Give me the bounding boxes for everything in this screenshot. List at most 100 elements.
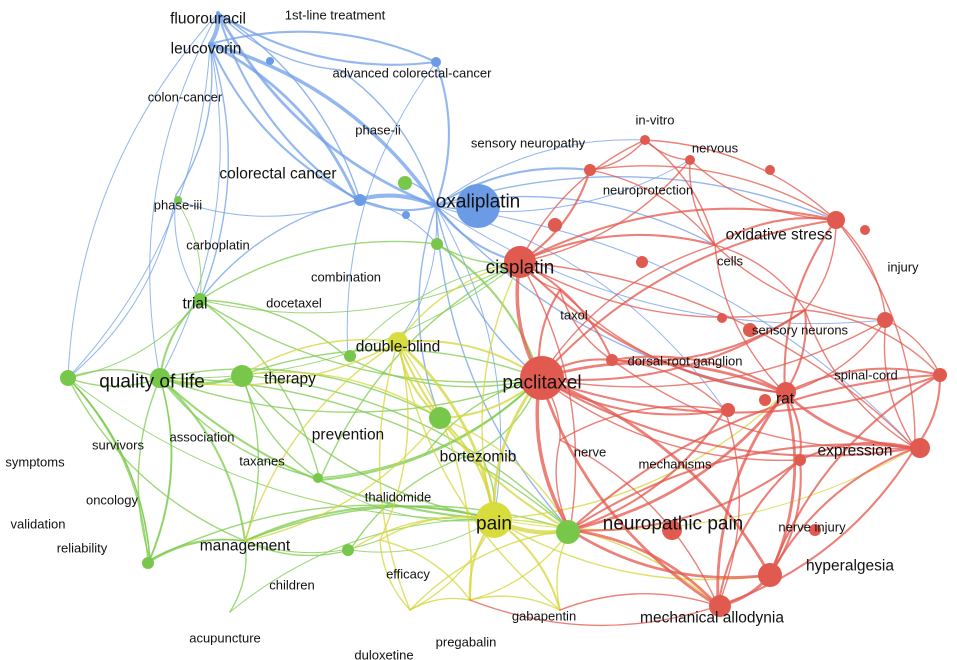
edge-leucovorin-quality_of_life — [159, 43, 221, 379]
edge-double_blind-gabapentin — [397, 341, 561, 611]
node-bubble — [402, 211, 410, 219]
node-label-taxanes: taxanes — [239, 454, 285, 469]
edge-rat-expression — [783, 391, 917, 450]
node-bubble — [827, 211, 845, 229]
edge-duloxetine-neuropathic_pain — [409, 529, 571, 611]
unlabeled-nodes — [60, 57, 947, 617]
edge-drg-mechanisms — [611, 359, 726, 411]
node-label-nerve: nerve — [574, 445, 607, 460]
node-bubble — [758, 563, 782, 587]
node-bubble — [388, 332, 408, 352]
node-bubble — [431, 57, 441, 67]
edge-management-oncology — [147, 539, 246, 564]
edge-management-children — [244, 540, 351, 557]
edge-neuropathic_pain-mech_allodynia — [568, 528, 720, 608]
node-bubble — [548, 218, 562, 232]
edge-pain-cisplatin — [481, 261, 521, 520]
edge-survivors-pain — [149, 504, 495, 561]
node-bubble — [721, 403, 735, 417]
edge-pain-rat — [493, 392, 786, 520]
node-bubble — [759, 394, 771, 406]
edge-sensory_neurons-spinal_cord — [804, 309, 941, 376]
node-label-pregabalin: pregabalin — [436, 635, 497, 650]
node-bubble — [344, 350, 356, 362]
node-label-sensory-neuropathy: sensory neuropathy — [471, 136, 586, 151]
edge-leucovorin-colon_cancer — [175, 43, 213, 196]
node-label-first-line: 1st-line treatment — [285, 8, 386, 23]
node-label-symptoms: symptoms — [5, 455, 65, 470]
edge-neuropathic_pain-expression — [568, 443, 917, 532]
edge-oxaliplatin-in_vitro — [435, 139, 646, 207]
node-label-survivors: survivors — [92, 438, 145, 453]
node-bubble — [877, 312, 893, 328]
edge-fluorouracil-oxaliplatin — [216, 11, 438, 208]
edge-efficacy-duloxetine — [379, 539, 411, 611]
edge-oxaliplatin-sensory_neuropathy — [411, 182, 437, 207]
edge-cisplatin-sensory_neurons — [519, 261, 806, 318]
node-bubble — [717, 313, 727, 323]
edge-therapy-docetaxel — [241, 374, 321, 481]
edge-symptoms-pain — [67, 377, 495, 520]
edge-fluorouracil-symptoms — [67, 12, 219, 379]
node-bubble — [809, 524, 821, 536]
edge-colorectal-trial — [199, 199, 358, 301]
edge-trial-combination — [199, 299, 349, 359]
edge-fluorouracil-adv_crc — [216, 11, 438, 66]
node-bubble — [456, 184, 500, 228]
edge-bortezomib-thalidomide — [349, 451, 479, 551]
node-label-adv-crc: advanced colorectal-cancer — [333, 66, 493, 81]
edge-symptoms-trial — [67, 299, 201, 379]
node-label-phase-iii: phase-iii — [154, 198, 203, 213]
edge-prevention-management — [244, 417, 441, 542]
edge-nerve_injury-mech_allodynia — [716, 458, 802, 608]
edge-neuropathic_pain-spinal_cord — [568, 373, 942, 532]
edge-expression-injury — [883, 319, 916, 449]
node-label-cells: cells — [717, 254, 744, 269]
node-label-management: management — [200, 537, 291, 554]
edge-cisplatin-neuropathic_pain — [519, 261, 577, 531]
node-bubble — [174, 196, 182, 204]
edge-neuropathic_pain-hyperalgesia — [568, 528, 772, 579]
edge-oncology-symptoms — [67, 377, 149, 564]
node-bubble — [142, 557, 154, 569]
node-label-reliability: reliability — [57, 541, 108, 556]
edge-expression-oxidative_stress — [835, 219, 916, 449]
edge-paclitaxel-cells — [539, 244, 716, 379]
node-bubble — [636, 256, 648, 268]
node-bubble — [504, 246, 536, 278]
edge-neuropathic_pain-mechanisms — [568, 408, 727, 532]
edge-mech_allodynia-gabapentin — [559, 593, 719, 611]
node-label-oxaliplatin: oxaliplatin — [436, 192, 521, 213]
edge-expression-sensory_neurons — [804, 309, 916, 449]
edge-duloxetine-pregabalin — [409, 597, 471, 611]
node-label-nerve-injury: nerve injury — [778, 520, 846, 535]
node-label-double-blind: double-blind — [356, 338, 440, 355]
node-label-drg: dorsal-root ganglion — [628, 354, 743, 369]
edge-fluorouracil-first_line — [217, 12, 341, 71]
edge-paclitaxel-hyperalgesia — [538, 376, 772, 577]
node-bubble — [520, 356, 564, 400]
edge-rat-oxidative_stress — [783, 218, 838, 395]
edge-gabapentin-pregabalin — [469, 595, 561, 611]
edge-leucovorin-oxaliplatin — [208, 42, 438, 208]
edge-rat-drg — [610, 355, 787, 395]
edge-acupuncture-pain — [229, 518, 495, 613]
edge-association-paclitaxel — [317, 377, 541, 479]
edge-paclitaxel-oxidative_stress — [538, 218, 838, 380]
node-label-expression: expression — [818, 442, 893, 459]
network-edges — [67, 10, 942, 627]
edge-efficacy-pregabalin — [379, 539, 471, 601]
edge-oxaliplatin-double_blind — [397, 205, 438, 343]
node-label-spinal-cord: spinal-cord — [834, 368, 898, 383]
node-bubble — [584, 164, 596, 176]
node-bubble — [60, 370, 76, 386]
node-label-oncology: oncology — [86, 493, 139, 508]
edge-colon_cancer-validation — [67, 194, 177, 379]
edge-oxaliplatin-paclitaxel — [435, 205, 541, 379]
edge-trial-carboplatin — [199, 240, 438, 301]
node-bubble — [431, 238, 443, 250]
edge-oxaliplatin-neuroprotection — [434, 167, 592, 208]
node-bubble — [342, 544, 354, 556]
edge-double_blind-management — [244, 341, 399, 542]
